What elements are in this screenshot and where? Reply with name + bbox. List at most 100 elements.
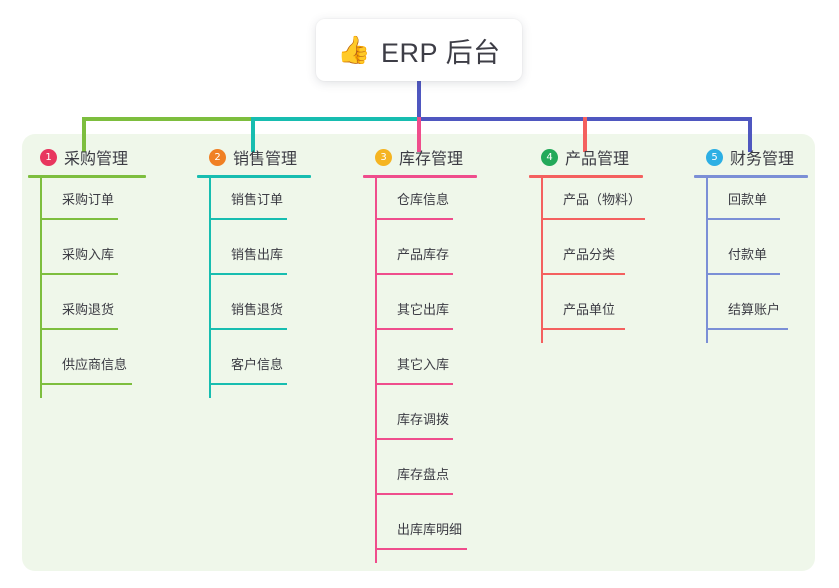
branch-item-label: 销售订单 (231, 192, 284, 207)
branch-item-label: 客户信息 (231, 357, 284, 372)
branch-item[interactable]: 其它入库 (375, 343, 477, 398)
branch-item-rule (375, 383, 453, 385)
branch-header-rule (694, 175, 808, 178)
branch-item-rule (706, 218, 780, 220)
branch-children: 回款单付款单结算账户 (706, 178, 808, 343)
diagram-panel (22, 134, 815, 571)
branch-item-label: 库存调拨 (397, 412, 450, 427)
branch-badge-icon: 1 (40, 148, 57, 166)
branch-spine (40, 178, 42, 398)
branch-title: 库存管理 (399, 151, 464, 168)
branch-item-rule (375, 218, 453, 220)
branch-item[interactable]: 销售订单 (209, 178, 311, 233)
branch-item-rule (375, 328, 453, 330)
branch-title: 财务管理 (730, 151, 795, 168)
branch-header-1[interactable]: 1 采购管理 (28, 144, 146, 170)
branch-item-label: 回款单 (728, 192, 768, 207)
branch-item[interactable]: 客户信息 (209, 343, 311, 398)
branch-spine (541, 178, 543, 343)
branch-item[interactable]: 销售退货 (209, 288, 311, 343)
branch-stub-2 (251, 117, 255, 152)
branch-item-label: 产品分类 (563, 247, 616, 262)
branch-item-rule (541, 328, 625, 330)
branch-item-label: 销售退货 (231, 302, 284, 317)
branch-item[interactable]: 库存调拨 (375, 398, 477, 453)
branch-item-label: 采购入库 (62, 247, 115, 262)
root-node[interactable]: 👍 ERP 后台 (316, 19, 522, 81)
root-node-title: ERP 后台 (381, 37, 501, 68)
branch-item-label: 产品库存 (397, 247, 450, 262)
branch-header-5[interactable]: 5 财务管理 (694, 144, 808, 170)
branch-item-rule (209, 383, 287, 385)
branch-item-label: 付款单 (728, 247, 768, 262)
branch-stub-4 (583, 117, 587, 152)
branch-column-3: 3 库存管理仓库信息产品库存其它出库其它入库库存调拨库存盘点出库库明细 (363, 144, 477, 563)
branch-stub-3 (417, 117, 421, 152)
branch-item[interactable]: 产品单位 (541, 288, 643, 343)
branch-item[interactable]: 销售出库 (209, 233, 311, 288)
branch-item-label: 销售出库 (231, 247, 284, 262)
branch-item[interactable]: 供应商信息 (40, 343, 146, 398)
branch-item[interactable]: 产品分类 (541, 233, 643, 288)
branch-title: 产品管理 (565, 151, 630, 168)
branch-item[interactable]: 结算账户 (706, 288, 808, 343)
branch-item-rule (40, 383, 132, 385)
branch-item[interactable]: 付款单 (706, 233, 808, 288)
branch-item[interactable]: 库存盘点 (375, 453, 477, 508)
branch-item-rule (375, 273, 453, 275)
branch-item[interactable]: 其它出库 (375, 288, 477, 343)
branch-item-rule (209, 328, 287, 330)
branch-item[interactable]: 产品（物料） (541, 178, 645, 233)
branch-item[interactable]: 出库库明细 (375, 508, 477, 563)
branch-header-3[interactable]: 3 库存管理 (363, 144, 477, 170)
branch-item[interactable]: 仓库信息 (375, 178, 477, 233)
branch-column-1: 1 采购管理采购订单采购入库采购退货供应商信息 (28, 144, 146, 398)
branch-item-rule (40, 328, 118, 330)
branch-children: 产品（物料） 产品分类产品单位 (541, 178, 645, 343)
branch-column-5: 5 财务管理回款单付款单结算账户 (694, 144, 808, 343)
branch-spine (209, 178, 211, 398)
branch-item-rule (375, 438, 453, 440)
branch-item-label: 供应商信息 (62, 357, 128, 372)
branch-item-label: 库存盘点 (397, 467, 450, 482)
root-trunk-connector (417, 81, 421, 119)
branch-item[interactable]: 回款单 (706, 178, 808, 233)
thumbs-up-icon: 👍 (337, 34, 372, 66)
branch-header-rule (529, 175, 643, 178)
branch-item[interactable]: 采购入库 (40, 233, 146, 288)
branch-spine (375, 178, 377, 563)
branch-item-label: 采购订单 (62, 192, 115, 207)
branch-item-rule (40, 218, 118, 220)
branch-item[interactable]: 产品库存 (375, 233, 477, 288)
branch-children: 采购订单采购入库采购退货供应商信息 (40, 178, 146, 398)
branch-title: 采购管理 (64, 151, 129, 168)
branch-item-rule (209, 273, 287, 275)
branch-badge-icon: 3 (375, 148, 392, 166)
branch-item[interactable]: 采购订单 (40, 178, 146, 233)
branch-header-rule (28, 175, 146, 178)
branch-item-rule (209, 218, 287, 220)
branch-children: 仓库信息产品库存其它出库其它入库库存调拨库存盘点出库库明细 (375, 178, 477, 563)
branch-children: 销售订单销售出库销售退货客户信息 (209, 178, 311, 398)
branch-item-rule (706, 328, 788, 330)
branch-stub-5 (748, 117, 752, 152)
bus-segment-teal (252, 117, 420, 121)
branch-item-rule (541, 218, 645, 220)
branch-badge-icon: 5 (706, 148, 723, 166)
branch-item-label: 出库库明细 (397, 522, 463, 537)
bus-segment-green (82, 117, 254, 121)
branch-item-label: 其它出库 (397, 302, 450, 317)
branch-item-rule (541, 273, 625, 275)
branch-item-rule (375, 493, 453, 495)
branch-item[interactable]: 采购退货 (40, 288, 146, 343)
branch-badge-icon: 2 (209, 148, 226, 166)
branch-item-rule (40, 273, 118, 275)
branch-header-rule (363, 175, 477, 178)
branch-item-rule (706, 273, 780, 275)
branch-stub-1 (82, 117, 86, 152)
